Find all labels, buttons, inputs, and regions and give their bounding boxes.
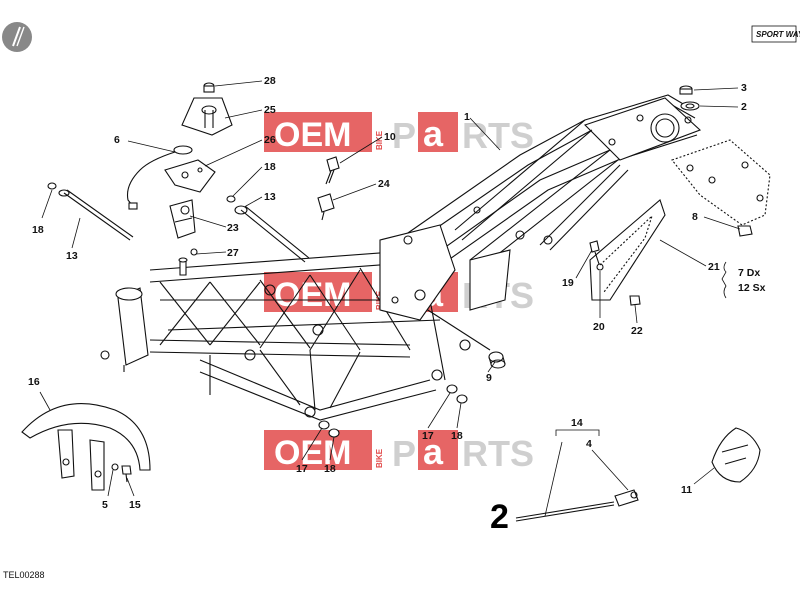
callout-26: 26 xyxy=(264,134,276,146)
callout-18-lower-right: 18 xyxy=(451,430,463,442)
callout-21: 21 xyxy=(708,261,720,273)
callout-14: 14 xyxy=(571,417,583,429)
part-17-bushing-right xyxy=(446,384,458,394)
leader-lines xyxy=(39,80,741,517)
part-24-nut xyxy=(317,193,335,221)
callout-19: 19 xyxy=(562,277,574,289)
part-15-screw xyxy=(121,465,132,483)
handwritten-mark: 2 xyxy=(490,498,509,536)
part-19-bolt xyxy=(589,240,600,265)
callout-4: 4 xyxy=(586,438,592,450)
watermark-top: OEM BIKE P a RTS xyxy=(264,112,534,156)
callout-10: 10 xyxy=(384,131,396,143)
callout-25: 25 xyxy=(264,104,276,116)
part-28-cap xyxy=(203,82,215,93)
part-13-long-bolt-center xyxy=(226,195,310,263)
part-17-bushing-left xyxy=(318,420,330,430)
callout-labels: 28 25 26 6 10 1 3 2 18 24 18 13 23 27 13… xyxy=(28,75,766,511)
main-frame-part xyxy=(100,94,702,421)
part-14-rod xyxy=(515,501,615,522)
part-8-nut xyxy=(737,225,753,237)
watermark-bike: BIKE xyxy=(375,130,384,150)
part-22-nut xyxy=(629,295,641,306)
callout-2: 2 xyxy=(741,101,747,113)
callout-23: 23 xyxy=(227,222,239,234)
callout-18-left: 18 xyxy=(32,224,44,236)
part-9-spacer xyxy=(488,351,506,369)
part-26-bracket xyxy=(164,159,216,193)
watermark-oem: OEM xyxy=(274,276,351,314)
part-21-side-cover xyxy=(589,199,666,301)
watermark-oem: OEM xyxy=(274,116,351,154)
callout-27: 27 xyxy=(227,247,239,259)
callout-18-lower-left: 18 xyxy=(324,463,336,475)
diagram-code: TEL00288 xyxy=(3,570,45,580)
watermark-p: P xyxy=(392,115,416,156)
callout-28: 28 xyxy=(264,75,276,87)
part-11-emblem xyxy=(711,427,761,483)
callout-13-left: 13 xyxy=(66,250,78,262)
part-18-nut-left xyxy=(328,428,340,438)
side-note-dx: 7 Dx xyxy=(738,267,760,279)
callout-5: 5 xyxy=(102,499,108,511)
sport-way-logo: SPORT WAY xyxy=(751,25,800,43)
callout-16: 16 xyxy=(28,376,40,388)
brand-badge-icon xyxy=(2,22,32,52)
rear-bracket-ghost xyxy=(671,139,771,226)
callout-13-center: 13 xyxy=(264,191,276,203)
watermark-bottom: OEM BIKE P a RTS xyxy=(264,430,534,474)
watermark-p: P xyxy=(392,433,416,474)
watermark-bike: BIKE xyxy=(375,448,384,468)
logo-text: SPORT WAY xyxy=(756,30,800,39)
callout-9: 9 xyxy=(486,372,492,384)
part-23-pickup xyxy=(169,199,196,239)
callout-18-top: 18 xyxy=(264,161,276,173)
part-20-washer xyxy=(596,263,604,271)
watermark-rest: RTS xyxy=(462,433,534,474)
watermark-oem: OEM xyxy=(274,434,351,472)
part-3-cap xyxy=(679,85,693,95)
callout-15: 15 xyxy=(129,499,141,511)
watermark-a: a xyxy=(423,113,444,154)
part-2-grommet xyxy=(680,101,700,111)
side-note-sx: 12 Sx xyxy=(738,282,766,294)
callout-17-right: 17 xyxy=(422,430,434,442)
callout-1: 1 xyxy=(464,111,470,123)
watermark-a: a xyxy=(423,431,444,472)
callout-24: 24 xyxy=(378,178,390,190)
part-13-long-bolt-left xyxy=(47,182,134,241)
part-25-sensor-cover xyxy=(181,97,233,136)
callout-17-left: 17 xyxy=(296,463,308,475)
callout-22: 22 xyxy=(631,325,643,337)
callout-3: 3 xyxy=(741,82,747,94)
part-4-end-fitting xyxy=(614,489,639,507)
callout-8: 8 xyxy=(692,211,698,223)
part-5-washer xyxy=(111,463,119,471)
callout-6: 6 xyxy=(114,134,120,146)
part-16-front-mudguard xyxy=(21,403,151,491)
callout-11: 11 xyxy=(681,484,692,496)
part-27-bolt xyxy=(178,248,198,276)
callout-20: 20 xyxy=(593,321,605,333)
part-10-screw xyxy=(325,156,340,185)
part-6-sensor-cable xyxy=(126,145,193,210)
part-18-nut-right xyxy=(456,394,468,404)
